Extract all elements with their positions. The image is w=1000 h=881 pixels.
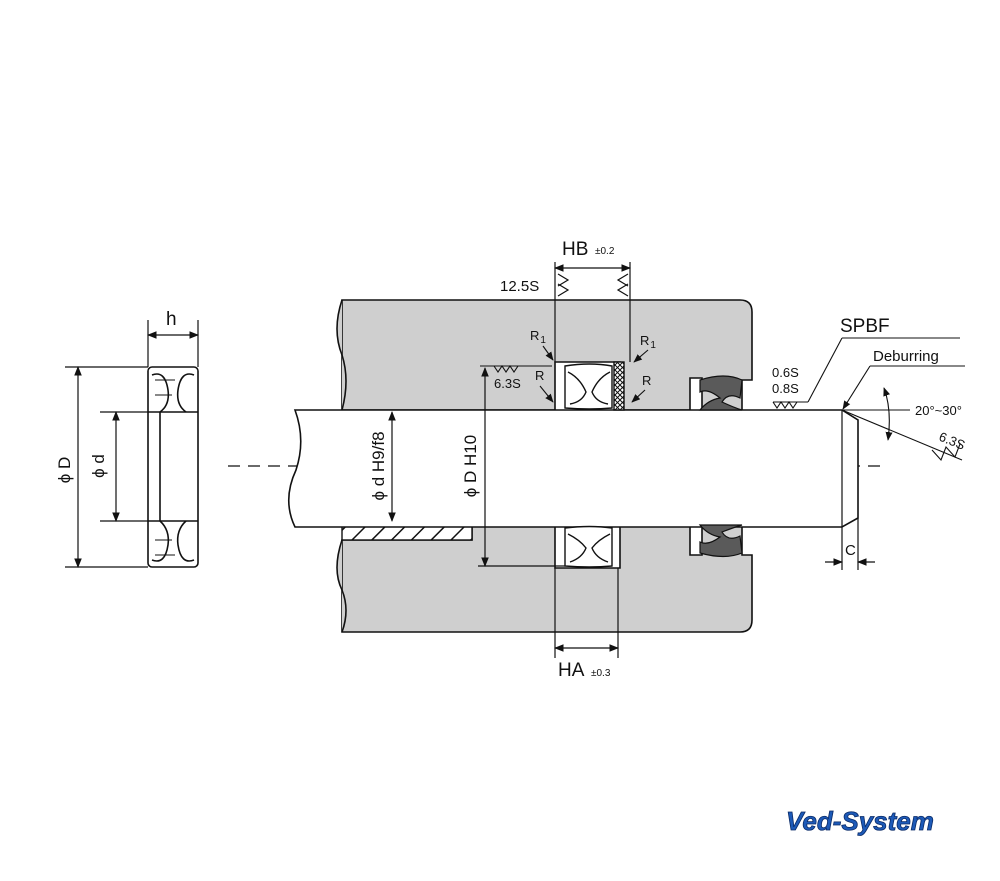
bore-fit-label: ϕ D H10: [461, 435, 480, 497]
r-left-leader: [539, 385, 554, 403]
upper-u-seal: [564, 361, 625, 411]
phi-D-dimension: [65, 366, 148, 568]
rod-fit-label: ϕ d H9/f8: [369, 431, 388, 500]
c-dimension: [825, 518, 875, 570]
ha-dimension: [554, 568, 619, 658]
angle-label: 20°~30°: [915, 403, 962, 418]
spbf-label: SPBF: [840, 316, 890, 337]
surface-6-3s-right-label: 6.3S: [937, 429, 968, 453]
ha-label: HA: [558, 660, 585, 681]
lower-housing-break: [336, 539, 347, 633]
hb-label: HB: [562, 239, 588, 260]
h-label: h: [166, 309, 177, 330]
hb-tolerance: ±0.2: [595, 246, 615, 257]
seal-side-view: [147, 366, 199, 568]
deburring-label: Deburring: [873, 348, 939, 365]
upper-housing: [341, 299, 753, 411]
chamfer-angle-dimension: [841, 387, 963, 461]
surface-finish-6-3s-left-mark: [480, 365, 552, 373]
surface-0-8s-label: 0.8S: [772, 381, 799, 396]
lower-wiper-seal: [698, 524, 743, 558]
ha-tolerance: ±0.3: [591, 668, 611, 679]
surface-finish-12-5s-marks: [557, 273, 629, 297]
phi-D-label: ϕ D: [55, 457, 74, 484]
deburring-leader: [842, 365, 871, 410]
hb-dimension: [554, 262, 631, 362]
phi-d-label: ϕ d: [89, 454, 108, 478]
r-right-label: R: [642, 373, 651, 388]
r-left-label: R: [535, 368, 544, 383]
c-label: C: [845, 542, 856, 559]
lower-u-seal: [564, 525, 613, 568]
piston-rod: [287, 409, 859, 528]
upper-housing-break: [336, 299, 347, 411]
r1-left-leader: [542, 345, 554, 361]
surface-12-5s-label: 12.5S: [500, 278, 539, 295]
r-right-leader: [631, 389, 646, 403]
surface-finish-6-3s-right-mark: [931, 443, 961, 462]
bore-fit-dimension: [478, 367, 565, 567]
surface-0-6s-label: 0.6S: [772, 365, 799, 380]
surface-finish-0-6s-mark: [772, 337, 960, 409]
r1-right-label: R1: [640, 333, 656, 351]
r1-left-label: R1: [530, 328, 546, 346]
surface-6-3s-left-label: 6.3S: [494, 376, 521, 391]
ved-system-logo: Ved-System: [786, 806, 935, 837]
upper-backup-ring: [613, 361, 625, 411]
lower-housing: [341, 524, 753, 633]
logo-text: Ved-System: [786, 806, 934, 836]
r1-right-leader: [633, 349, 649, 363]
phi-d-dimension: [100, 411, 148, 522]
upper-wiper-seal: [698, 375, 743, 411]
h-dimension: [147, 320, 199, 367]
